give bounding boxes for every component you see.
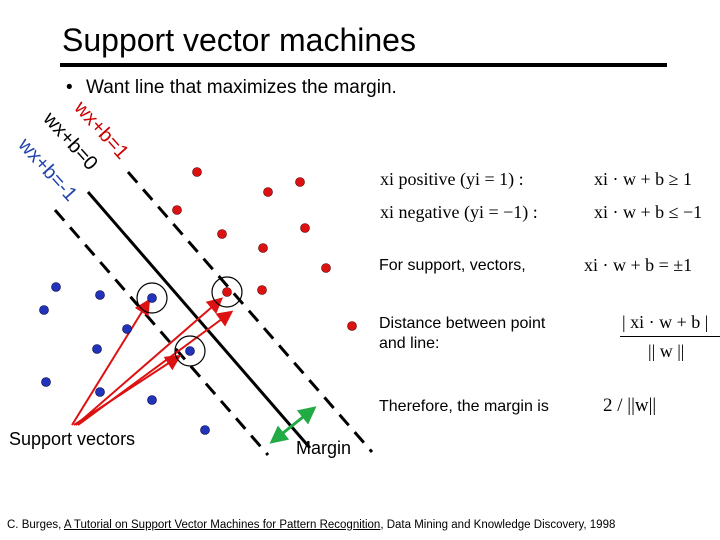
positive-rule: xi · w + b ≥ 1 [594,169,693,189]
title-underline [60,63,667,67]
margin-text: Therefore, the margin is [379,398,549,415]
negative-condition: xi negative (yi = −1) : [380,202,538,222]
citation-link[interactable]: A Tutorial on Support Vector Machines fo… [63,519,381,531]
distance-text-1: Distance between point [379,315,546,332]
negative-point [92,344,102,354]
positive-point [321,263,331,273]
negative-point [200,425,210,435]
positive-point [347,321,357,331]
citation-author: C. Burges, [7,519,62,531]
decision-boundary-line [86,191,312,449]
positive-point [192,167,202,177]
support-arrow [73,354,182,426]
support-arrow [71,298,151,426]
negative-point [51,282,61,292]
margin-arrow [269,406,317,444]
citation-rest: , Data Mining and Knowledge Discovery, 1… [380,519,616,531]
support-vectors-label: Support vectors [9,429,136,449]
negative-point [39,305,49,315]
positive-point [172,205,182,215]
positive-point [295,177,305,187]
bullet-text: Want line that maximizes the margin. [86,77,397,98]
bullet-icon: • [66,77,73,98]
positive-point [263,187,273,197]
support-vector-ring [136,282,168,314]
negative-points [39,282,210,435]
fraction-bar [620,336,720,337]
margin-value: 2 / ||w|| [603,395,657,416]
negative-point [185,346,195,356]
negative-point [147,293,157,303]
negative-point [147,395,157,405]
slide-title: Support vector machines [62,22,416,58]
support-vector-ring [174,335,206,367]
distance-text-2: and line: [379,335,440,352]
support-arrow [77,310,234,426]
distance-numerator: | xi · w + b | [622,312,709,332]
margin-line-positive [126,171,374,453]
support-arrow [75,297,224,426]
negative-point [122,324,132,334]
support-vector-ring [211,276,243,308]
citation: C. Burges, A Tutorial on Support Vector … [7,517,615,533]
negative-point [41,377,51,387]
positive-point [257,285,267,295]
positive-point [222,287,232,297]
negative-rule: xi · w + b ≤ −1 [594,202,703,222]
margin-line-negative [53,209,270,456]
negative-point [95,290,105,300]
negative-point [95,387,105,397]
distance-denominator: || w || [648,341,685,361]
support-rule: xi · w + b = ±1 [584,255,693,275]
margin-label: Margin [296,438,352,458]
positive-point [300,223,310,233]
positive-point [217,229,227,239]
positive-point [258,243,268,253]
positive-condition: xi positive (yi = 1) : [380,169,524,189]
positive-points [172,167,357,331]
support-text: For support, vectors, [379,257,526,274]
